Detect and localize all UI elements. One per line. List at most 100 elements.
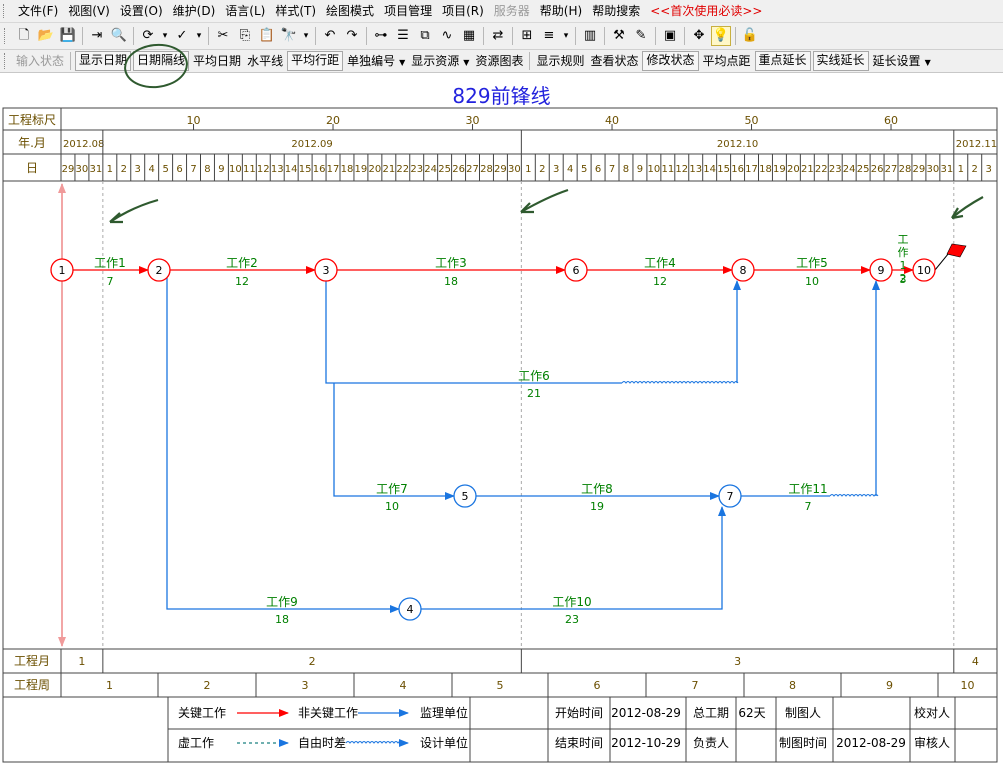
unlock-icon[interactable]: 🔓 bbox=[741, 28, 759, 43]
toolbar-grip[interactable] bbox=[4, 53, 9, 69]
network-node-7[interactable] bbox=[718, 484, 742, 508]
toolbar-separator bbox=[684, 27, 685, 45]
network-node-5[interactable] bbox=[453, 484, 477, 508]
edit-icon[interactable]: ✎ bbox=[635, 28, 647, 43]
day-label: 7 bbox=[190, 164, 196, 175]
toolbar2-button-1[interactable]: 显示日期 bbox=[75, 51, 132, 71]
day-label: 2 bbox=[972, 164, 978, 175]
bulb-icon[interactable]: 💡 bbox=[711, 26, 731, 46]
toolbar2-label: 平均点距 bbox=[702, 54, 751, 68]
undo-icon[interactable]: ↶ bbox=[324, 28, 336, 43]
info-start-label: 开始时间 bbox=[555, 706, 603, 720]
toolbar2-button-8[interactable]: 资源图表 bbox=[472, 52, 526, 70]
toolbar2-button-14[interactable]: 实线延长 bbox=[812, 51, 869, 71]
menu-item-3[interactable]: 维护(D) bbox=[172, 4, 216, 18]
toolbar2-button-5[interactable]: 平均行距 bbox=[287, 51, 344, 71]
project-week-label: 3 bbox=[302, 679, 309, 692]
link-chart-icon[interactable]: ⧉ bbox=[420, 28, 430, 43]
network-node-3[interactable] bbox=[314, 258, 338, 282]
library-icon[interactable]: ▥ bbox=[583, 28, 597, 43]
toolbar2-button-4[interactable]: 水平线 bbox=[244, 52, 286, 70]
menu-item-8[interactable]: 项目(R) bbox=[442, 4, 484, 18]
network-node-6[interactable] bbox=[564, 258, 588, 282]
dropdown-arrow-icon[interactable]: ▾ bbox=[196, 31, 202, 41]
toolbar2-button-12[interactable]: 平均点距 bbox=[700, 52, 754, 70]
menu-item-4[interactable]: 语言(L) bbox=[225, 4, 266, 18]
toolbar-separator bbox=[604, 27, 605, 45]
open-folder-icon[interactable]: 📂 bbox=[37, 28, 55, 43]
dropdown-arrow-icon[interactable]: ▾ bbox=[563, 31, 569, 41]
find-icon[interactable]: 🔭 bbox=[280, 28, 298, 43]
network-node-8[interactable] bbox=[731, 258, 755, 282]
activity-name-label: 工作9 bbox=[266, 595, 298, 609]
network-node-10[interactable] bbox=[912, 258, 936, 282]
cut-icon[interactable]: ✂ bbox=[217, 28, 229, 43]
menu-item-2[interactable]: 设置(O) bbox=[119, 4, 163, 18]
menu-item-0[interactable]: 文件(F) bbox=[18, 4, 59, 18]
line-chart-icon[interactable]: ∿ bbox=[441, 28, 453, 43]
network-node-2[interactable] bbox=[147, 258, 171, 282]
spell-check-icon[interactable]: ✓ bbox=[176, 28, 188, 43]
day-label: 19 bbox=[355, 164, 368, 175]
row-label-scale: 工程标尺 bbox=[8, 112, 56, 127]
menu-grip[interactable] bbox=[3, 4, 10, 18]
toolbar2-button-6[interactable]: 单独编号▼ bbox=[344, 52, 408, 70]
redo-icon[interactable]: ↷ bbox=[346, 28, 358, 43]
paste-icon[interactable]: 📋 bbox=[258, 28, 276, 43]
toolbar-separator bbox=[133, 27, 134, 45]
menu-item-5[interactable]: 样式(T) bbox=[275, 4, 317, 18]
export-icon[interactable]: ⇥ bbox=[91, 28, 103, 43]
toolbar2-button-2[interactable]: 日期隔线 bbox=[133, 51, 190, 71]
menu-item-7[interactable]: 项目管理 bbox=[384, 4, 433, 18]
copy-icon[interactable]: ⎘ bbox=[239, 28, 251, 43]
hand-icon[interactable]: ✥ bbox=[693, 28, 705, 43]
day-label: 18 bbox=[341, 164, 354, 175]
day-label: 1 bbox=[107, 164, 113, 175]
toolbar2-button-15[interactable]: 延长设置▼ bbox=[870, 52, 934, 70]
day-label: 30 bbox=[76, 164, 89, 175]
toolbar2-button-7[interactable]: 显示资源▼ bbox=[408, 52, 472, 70]
dropdown-arrow-icon[interactable]: ▾ bbox=[162, 31, 168, 41]
refresh-icon[interactable]: ⟳ bbox=[142, 28, 154, 43]
project-week-label: 9 bbox=[886, 679, 893, 692]
menu-item-6[interactable]: 绘图模式 bbox=[326, 4, 375, 18]
menu-item-10[interactable]: 帮助(H) bbox=[539, 4, 583, 18]
calendar-icon[interactable]: ⊞ bbox=[521, 28, 533, 43]
menu-item-1[interactable]: 视图(V) bbox=[68, 4, 110, 18]
resource-icon[interactable]: ▦ bbox=[462, 28, 476, 43]
day-label: 8 bbox=[204, 164, 210, 175]
menu-item-9[interactable]: 服务器 bbox=[493, 4, 530, 18]
toolbar2-button-9[interactable]: 显示规则 bbox=[533, 52, 587, 70]
tools-icon[interactable]: ⚒ bbox=[613, 28, 625, 43]
node-number-label: 5 bbox=[462, 490, 469, 503]
new-file-icon[interactable]: 🗋 bbox=[18, 28, 30, 43]
toolbar-separator bbox=[366, 27, 367, 45]
legend-float-label: 自由时差 bbox=[298, 736, 346, 750]
bar-chart-icon[interactable]: ☰ bbox=[397, 28, 409, 43]
network-node-4[interactable] bbox=[398, 597, 422, 621]
toolbar-grip[interactable] bbox=[4, 28, 9, 44]
menu-item-12[interactable]: <<首次使用必读>> bbox=[650, 4, 763, 18]
toolbar2-label: 单独编号 bbox=[347, 54, 396, 68]
toolbar2-button-10[interactable]: 查看状态 bbox=[587, 52, 641, 70]
menu-item-11[interactable]: 帮助搜索 bbox=[592, 4, 641, 18]
month-label: 2012.09 bbox=[291, 139, 332, 150]
network-node-1[interactable] bbox=[50, 258, 74, 282]
project-week-label: 7 bbox=[692, 679, 699, 692]
project-week-label: 4 bbox=[400, 679, 407, 692]
dropdown-arrow-icon[interactable]: ▾ bbox=[303, 31, 309, 41]
project-month-label: 1 bbox=[78, 655, 85, 668]
network-diagram-icon[interactable]: ⊶ bbox=[374, 28, 388, 43]
align-icon[interactable]: ≡ bbox=[543, 28, 555, 43]
toolbar2-button-13[interactable]: 重点延长 bbox=[754, 51, 811, 71]
display-icon[interactable]: ▣ bbox=[663, 28, 677, 43]
network-node-9[interactable] bbox=[869, 258, 893, 282]
annotation-arrowhead-icon bbox=[520, 202, 534, 214]
toolbar2-button-3[interactable]: 平均日期 bbox=[190, 52, 244, 70]
toolbar2-button-11[interactable]: 修改状态 bbox=[642, 51, 699, 71]
info-start-value: 2012-08-29 bbox=[611, 706, 681, 720]
save-icon[interactable]: 💾 bbox=[59, 28, 77, 43]
arrange-icon[interactable]: ⇄ bbox=[492, 28, 504, 43]
print-preview-icon[interactable]: 🔍 bbox=[110, 28, 128, 43]
